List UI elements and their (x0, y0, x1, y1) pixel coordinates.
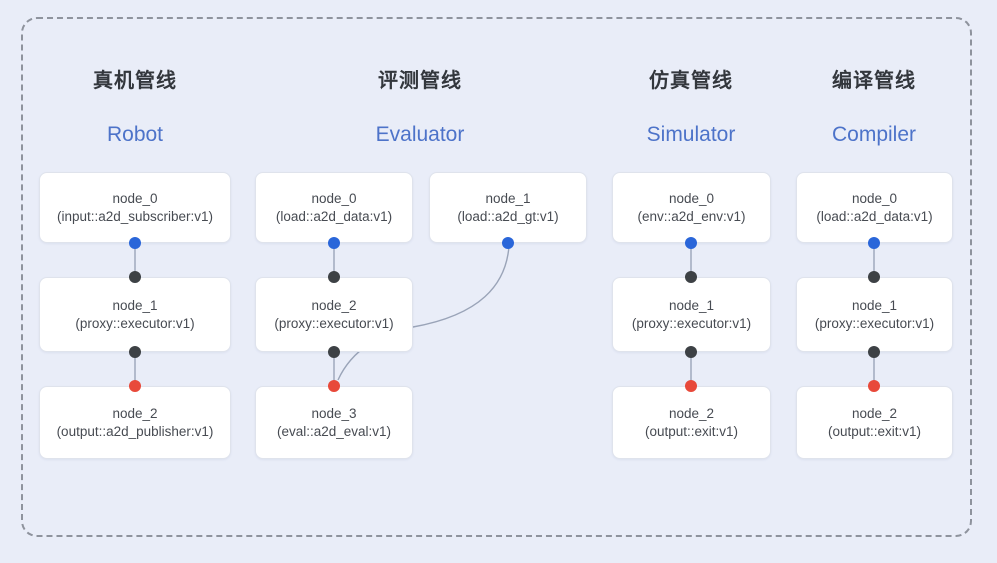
node-name: node_1 (851, 298, 898, 313)
node-detail: (proxy::executor:v1) (631, 316, 752, 331)
node-name: node_0 (112, 191, 158, 206)
node-detail: (proxy::executor:v1) (75, 316, 195, 331)
pipeline-title-cn-simulator: 仿真管线 (649, 70, 733, 92)
input-port-dot-black (328, 271, 340, 283)
output-port-dot-blue (328, 237, 340, 249)
node-detail: (proxy::executor:v1) (814, 316, 935, 331)
input-port-dot-red (868, 380, 880, 392)
node-box-robot-node0: node_0 (input::a2d_subscriber:v1) (39, 172, 231, 243)
output-port-dot-blue (685, 237, 697, 249)
pipeline-title-cn-robot: 真机管线 (93, 70, 177, 92)
node-name: node_1 (668, 298, 715, 313)
node-box-robot-node2: node_2 (output::a2d_publisher:v1) (39, 386, 231, 459)
node-name: node_2 (112, 406, 158, 421)
pipeline-title-en-compiler: Compiler (831, 123, 917, 146)
output-port-dot-blue (868, 237, 880, 249)
node-detail: (load::a2d_data:v1) (275, 209, 393, 224)
node-detail: (load::a2d_gt:v1) (457, 209, 559, 224)
node-detail: (proxy::executor:v1) (274, 316, 394, 331)
node-detail: (env::a2d_env:v1) (637, 209, 746, 224)
pipeline-title-en-simulator: Simulator (646, 123, 736, 146)
node-name: node_0 (668, 191, 715, 206)
node-name: node_0 (311, 191, 357, 206)
node-name: node_3 (311, 406, 357, 421)
pipeline-title-cn-compiler: 编译管线 (832, 70, 916, 92)
node-name: node_2 (311, 298, 357, 313)
node-name: node_1 (485, 191, 531, 206)
output-port-dot-black (685, 346, 697, 358)
dashed-frame (21, 17, 972, 537)
node-detail: (load::a2d_data:v1) (816, 209, 933, 224)
node-box-evaluator-node3: node_3 (eval::a2d_eval:v1) (255, 386, 413, 459)
node-name: node_2 (668, 406, 715, 421)
edge-evaluator-1-3-curve (337, 245, 510, 381)
node-detail: (output::a2d_publisher:v1) (56, 424, 214, 439)
node-detail: (eval::a2d_eval:v1) (276, 424, 392, 439)
output-port-dot-black (129, 346, 141, 358)
node-detail: (output::exit:v1) (827, 424, 922, 439)
output-port-dot-blue (502, 237, 514, 249)
node-box-compiler-node1: node_1 (proxy::executor:v1) (796, 277, 953, 352)
input-port-dot-black (685, 271, 697, 283)
node-box-compiler-node0: node_0 (load::a2d_data:v1) (796, 172, 953, 243)
node-box-evaluator-node2: node_2 (proxy::executor:v1) (255, 277, 413, 352)
input-port-dot-red (328, 380, 340, 392)
input-port-dot-red (129, 380, 141, 392)
pipeline-title-cn-evaluator: 评测管线 (378, 70, 462, 92)
output-port-dot-black (868, 346, 880, 358)
node-detail: (output::exit:v1) (644, 424, 739, 439)
node-detail: (input::a2d_subscriber:v1) (56, 209, 214, 224)
output-port-dot-black (328, 346, 340, 358)
node-box-robot-node1: node_1 (proxy::executor:v1) (39, 277, 231, 352)
output-port-dot-blue (129, 237, 141, 249)
node-box-simulator-node2: node_2 (output::exit:v1) (612, 386, 771, 459)
node-box-evaluator-node1: node_1 (load::a2d_gt:v1) (429, 172, 587, 243)
input-port-dot-black (868, 271, 880, 283)
node-box-evaluator-node0: node_0 (load::a2d_data:v1) (255, 172, 413, 243)
node-name: node_0 (851, 191, 898, 206)
input-port-dot-red (685, 380, 697, 392)
node-box-simulator-node1: node_1 (proxy::executor:v1) (612, 277, 771, 352)
pipeline-title-en-evaluator: Evaluator (375, 123, 465, 146)
node-box-simulator-node0: node_0 (env::a2d_env:v1) (612, 172, 771, 243)
node-box-compiler-node2: node_2 (output::exit:v1) (796, 386, 953, 459)
node-name: node_2 (851, 406, 898, 421)
pipeline-title-en-robot: Robot (106, 123, 164, 146)
node-name: node_1 (112, 298, 158, 313)
input-port-dot-black (129, 271, 141, 283)
